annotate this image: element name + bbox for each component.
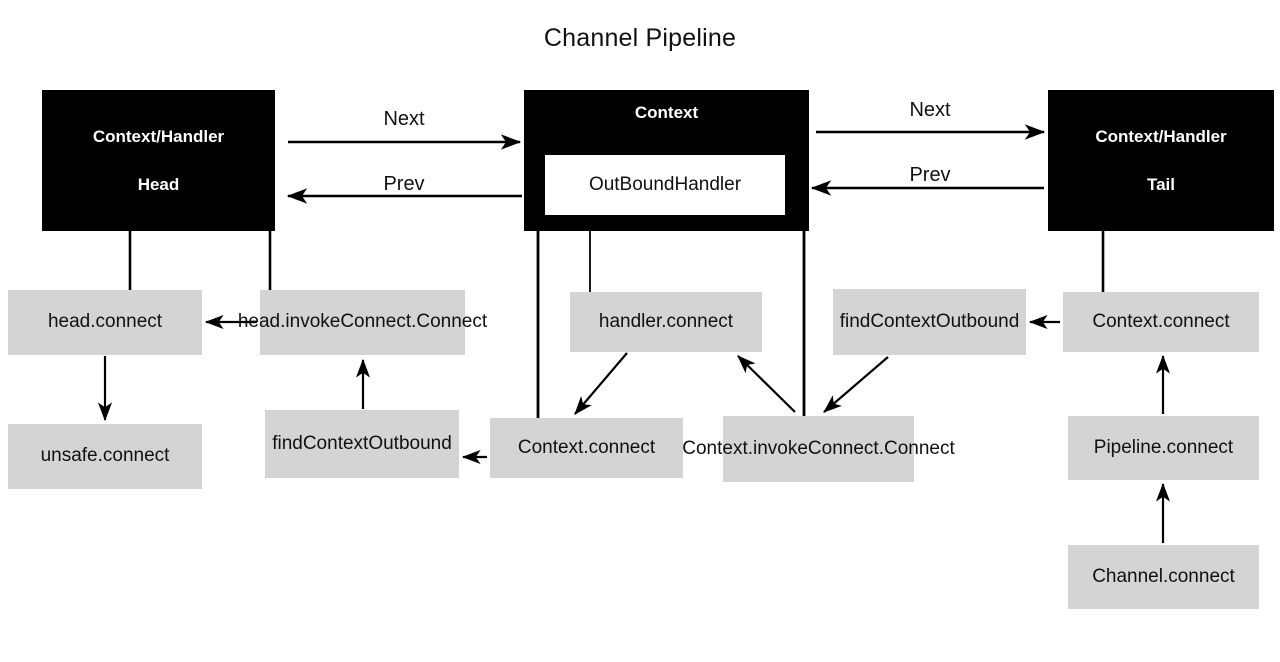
edge-label-head-next: Next: [383, 108, 425, 130]
node-context-invoke-connect[interactable]: Context.invokeConnect.Connect: [682, 416, 955, 482]
edge-label-tail-prev: Prev: [909, 164, 951, 186]
node-tail[interactable]: Context/Handler Tail: [1048, 90, 1274, 231]
node-find-context-outbound-left[interactable]: findContextOutbound: [265, 410, 459, 478]
node-pipeline-connect[interactable]: Pipeline.connect: [1068, 416, 1259, 480]
node-handler-connect-label: handler.connect: [598, 310, 734, 332]
node-head-line2: Head: [137, 174, 180, 194]
node-tail-line2: Tail: [1146, 174, 1176, 194]
node-head[interactable]: Context/Handler Head: [42, 90, 275, 231]
node-head-invoke-connect[interactable]: head.invokeConnect.Connect: [238, 290, 487, 355]
node-context-connect-right-label: Context.connect: [1092, 310, 1230, 332]
node-find-context-outbound-right[interactable]: findContextOutbound: [833, 289, 1026, 355]
node-context[interactable]: Context OutBoundHandler: [524, 90, 809, 231]
edge-handlerconnect-to-ctxconnectmid: [574, 352, 628, 415]
node-pipeline-connect-label: Pipeline.connect: [1093, 436, 1234, 458]
node-context-invoke-connect-label: Context.invokeConnect.Connect: [682, 437, 955, 459]
node-handler-connect[interactable]: handler.connect: [570, 292, 762, 352]
node-unsafe-connect-label: unsafe.connect: [40, 445, 170, 467]
edge-label-tail-next: Next: [909, 99, 951, 121]
node-context-connect-mid[interactable]: Context.connect: [490, 418, 683, 478]
node-outbound-handler-label: OutBoundHandler: [588, 173, 742, 195]
node-find-context-outbound-right-label: findContextOutbound: [839, 310, 1020, 332]
edge-label-head-prev: Prev: [383, 173, 425, 195]
node-unsafe-connect[interactable]: unsafe.connect: [8, 424, 202, 489]
node-context-connect-mid-label: Context.connect: [517, 436, 656, 458]
node-context-title: Context: [634, 103, 699, 122]
node-head-invoke-connect-label: head.invokeConnect.Connect: [237, 311, 488, 333]
node-head-connect[interactable]: head.connect: [8, 290, 202, 355]
node-channel-connect-label: Channel.connect: [1092, 565, 1235, 587]
node-context-connect-right[interactable]: Context.connect: [1063, 292, 1259, 352]
node-outbound-handler[interactable]: OutBoundHandler: [545, 155, 785, 215]
node-channel-connect[interactable]: Channel.connect: [1068, 545, 1259, 609]
node-find-context-outbound-left-label: findContextOutbound: [272, 432, 452, 454]
edge-ctxinvoke-to-handlerconnect: [737, 355, 796, 413]
node-tail-line1: Context/Handler: [1095, 126, 1227, 146]
node-head-connect-label: head.connect: [47, 311, 163, 333]
page-title: Channel Pipeline: [543, 24, 737, 52]
edge-findctxright-to-ctxinvoke: [823, 356, 889, 413]
node-head-line1: Context/Handler: [92, 126, 225, 146]
